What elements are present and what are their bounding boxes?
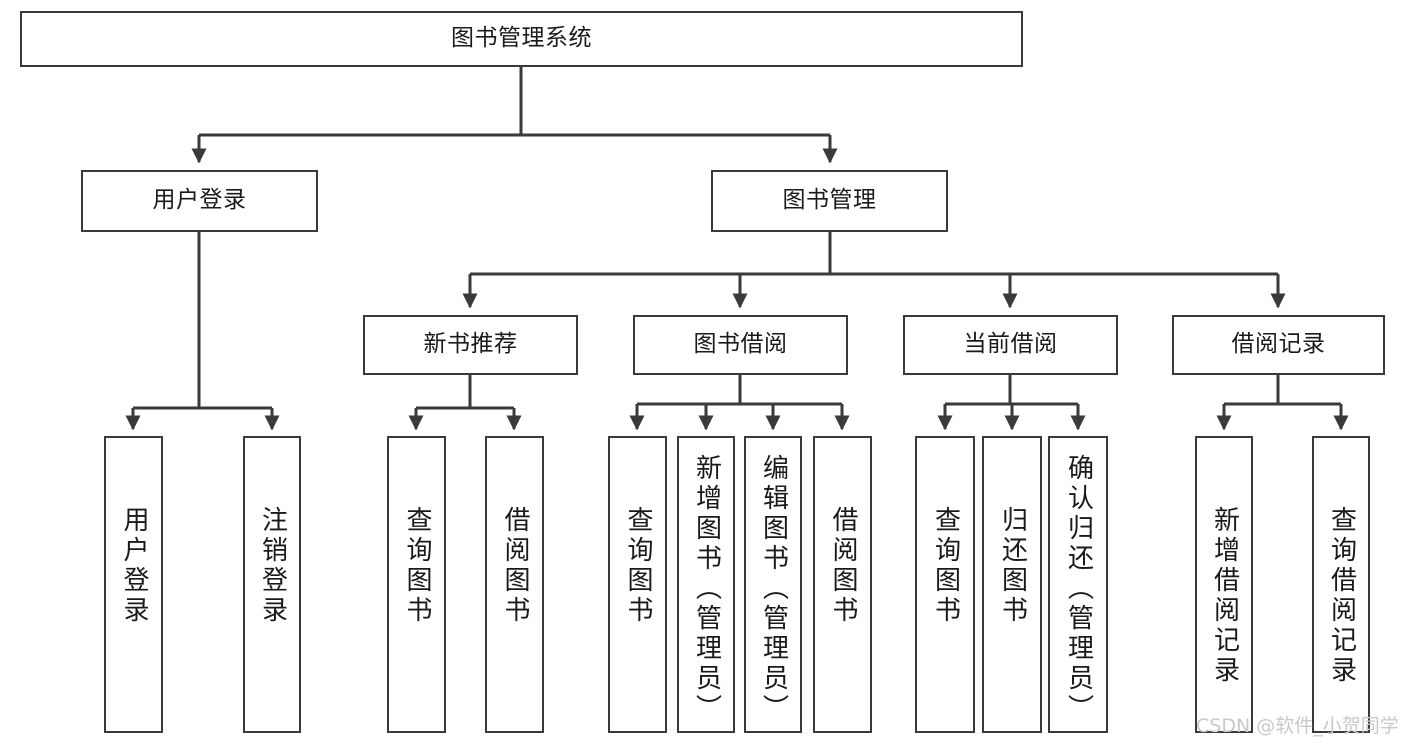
node-leaf-query-book-recommend[interactable]: 查询图书 [387,436,446,733]
node-label: 查询图书 [930,506,961,626]
watermark: CSDN @软件_小贺同学 [1196,715,1399,737]
node-label: 新增图书（管理员） [691,454,722,724]
node-leaf-add-borrow-record[interactable]: 新增借阅记录 [1195,436,1253,733]
node-label: 用户登录 [152,187,247,214]
node-label: 确认归还（管理员） [1063,454,1094,724]
node-leaf-logout[interactable]: 注销登录 [243,436,301,733]
node-label: 当前借阅 [963,331,1058,358]
node-label: 查询借阅记录 [1326,506,1357,686]
node-level3-book-borrow[interactable]: 图书借阅 [633,315,848,375]
node-level2-book-management[interactable]: 图书管理 [711,170,948,232]
node-leaf-query-borrow-record[interactable]: 查询借阅记录 [1312,436,1370,733]
node-label: 借阅图书 [500,506,531,626]
node-leaf-user-login[interactable]: 用户登录 [104,436,163,733]
node-label: 编辑图书（管理员） [758,454,789,724]
node-label: 注销登录 [257,506,288,626]
node-level3-new-book-recommend[interactable]: 新书推荐 [363,315,578,375]
node-label: 用户登录 [119,506,150,626]
node-level3-current-borrow[interactable]: 当前借阅 [903,315,1118,375]
node-level3-borrow-record[interactable]: 借阅记录 [1172,315,1385,375]
node-leaf-borrow-book[interactable]: 借阅图书 [813,436,872,733]
node-label: 借阅图书 [828,506,859,626]
node-label: 查询图书 [623,506,654,626]
node-label: 查询图书 [402,506,433,626]
node-root[interactable]: 图书管理系统 [20,11,1023,67]
node-label: 新增借阅记录 [1209,506,1240,686]
node-label: 图书借阅 [693,331,788,358]
node-leaf-query-book-borrow[interactable]: 查询图书 [608,436,667,733]
node-label: 图书管理 [782,187,877,214]
node-label: 新书推荐 [423,331,518,358]
node-leaf-add-book-admin[interactable]: 新增图书（管理员） [677,436,735,733]
node-leaf-query-book-current[interactable]: 查询图书 [915,436,975,733]
node-label: 归还图书 [997,506,1028,626]
node-leaf-edit-book-admin[interactable]: 编辑图书（管理员） [744,436,802,733]
node-label: 图书管理系统 [451,25,592,52]
node-leaf-confirm-return-admin[interactable]: 确认归还（管理员） [1048,436,1108,733]
node-label: 借阅记录 [1231,331,1326,358]
node-leaf-return-book[interactable]: 归还图书 [982,436,1042,733]
node-leaf-borrow-book-recommend[interactable]: 借阅图书 [485,436,544,733]
node-level2-user-login[interactable]: 用户登录 [81,170,318,232]
